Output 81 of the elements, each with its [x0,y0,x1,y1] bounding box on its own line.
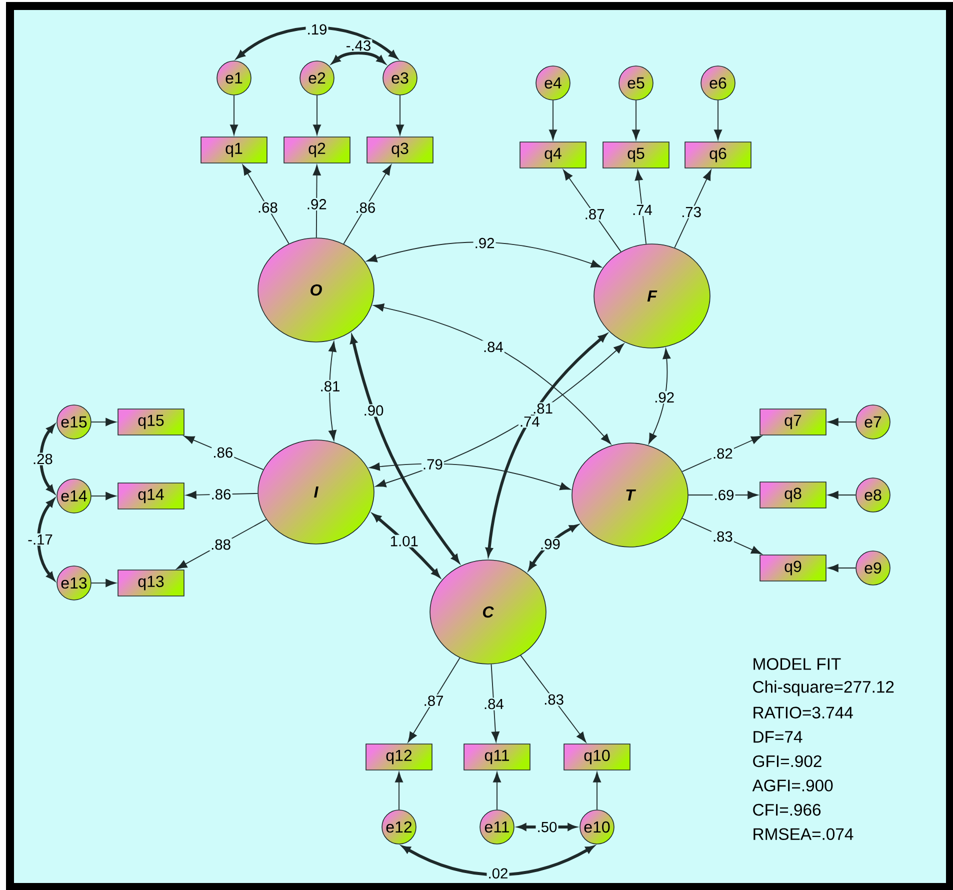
observed-variable-box: q11 [464,744,530,770]
covariance-arrow [236,26,398,59]
edge-label: .81 [532,402,554,415]
fit-statistic: GFI=.902 [753,755,822,768]
covariance-arrow [332,52,385,64]
covariance-arrow [37,498,54,580]
path-arrow [176,518,267,570]
edge-label: -.17 [26,533,54,546]
fit-statistic: AGFI=.900 [752,780,833,792]
path-arrow [593,772,602,810]
path-arrow [682,518,762,554]
observed-variable-box: q15 [118,408,184,436]
edge-label: .86 [210,488,232,501]
path-arrow [90,579,116,588]
fit-statistic: Chi-square=277.12 [753,680,894,696]
observed-variable-box: q6 [684,142,752,168]
path-arrow [828,564,856,572]
path-arrow [396,94,404,136]
edge-label: .02 [486,867,510,880]
covariance-arrow [528,524,578,570]
path-arrow [313,94,321,136]
edge-label: .88 [210,538,232,551]
observed-variable-box: q7 [760,408,826,436]
path-arrow [90,492,116,500]
path-arrow [714,100,722,140]
edge-label: .73 [680,206,703,218]
path-arrow [674,170,712,248]
edge-label: .86 [354,201,377,214]
path-arrow [395,772,403,810]
fit-statistic: RATIO=3.744 [754,706,853,719]
edge-label: .84 [482,340,504,354]
path-arrow [563,170,622,252]
path-arrow [549,100,557,140]
observed-variable-box: q8 [760,482,826,508]
edge-label: .50 [536,820,558,834]
path-arrow [90,418,116,426]
path-arrow [828,418,856,426]
path-arrow [520,654,586,742]
path-arrow [493,772,501,810]
path-arrow [632,100,640,140]
path-arrow [490,664,500,742]
fit-statistic: MODEL FIT [754,658,841,670]
edge-label: .84 [482,698,505,710]
path-arrow [408,657,460,742]
observed-variable-box: q12 [366,744,432,770]
path-arrow [634,170,647,244]
fit-statistic: DF=74 [754,731,802,743]
observed-variable-box: q10 [564,744,630,770]
observed-variable-box: q9 [760,554,826,582]
path-arrow [682,436,762,472]
path-arrow [828,491,856,500]
edge-label: .87 [422,694,445,708]
covariance-arrow [328,341,336,441]
edge-label: .92 [653,391,676,404]
edge-label: .69 [712,488,736,502]
path-arrow [343,164,392,244]
covariance-arrow [648,348,671,444]
observed-variable-box: q13 [118,570,184,596]
path-arrow [184,436,264,470]
covariance-arrow [40,424,54,494]
covariance-arrow [402,846,594,876]
covariance-arrow [366,242,602,268]
fit-statistic: CFI=.966 [753,804,821,816]
path-arrow [688,491,758,500]
observed-variable-box: q3 [366,136,434,164]
path-arrow [186,490,258,499]
path-arrow [312,164,321,238]
covariance-arrow [373,304,612,444]
path-arrow [242,164,290,244]
observed-variable-box: q2 [284,136,350,164]
edge-label: .83 [711,530,734,543]
observed-variable-box: q1 [200,136,268,164]
fit-statistic: RMSEA=.074 [754,828,854,840]
edge-label: .19 [306,23,328,36]
edge-label: .83 [542,693,566,706]
observed-variable-box: q5 [602,142,670,168]
path-arrow [230,94,238,136]
observed-variable-box: q4 [520,142,586,168]
edge-label: .86 [212,446,234,459]
edge-label: .81 [318,380,342,393]
observed-variable-box: q14 [118,482,184,510]
